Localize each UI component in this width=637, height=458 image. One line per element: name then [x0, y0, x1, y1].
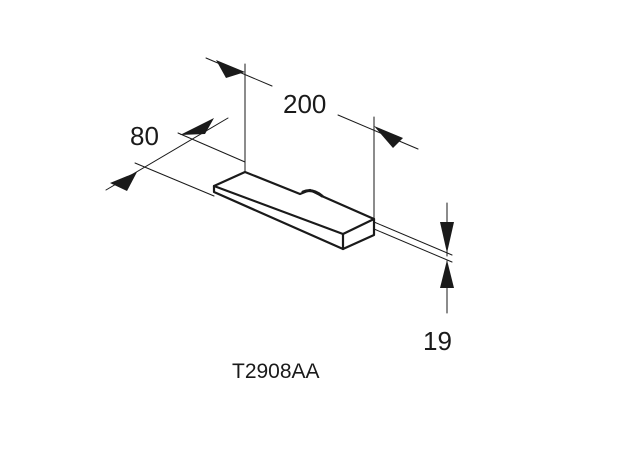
depth-extension-lines — [134, 132, 246, 197]
depth-arrow-bottom-icon — [110, 172, 137, 191]
height-dimension-label: 19 — [423, 326, 452, 356]
depth-arrow-top-icon — [180, 118, 214, 135]
depth-dimension-label: 80 — [130, 121, 159, 151]
width-extension-lines — [244, 63, 375, 220]
shelf-notch — [301, 189, 324, 198]
height-arrow-top-icon — [440, 222, 454, 253]
product-code: T2908AA — [232, 360, 320, 383]
width-dimension-label: 200 — [283, 89, 326, 119]
height-extension-lines — [373, 221, 453, 263]
width-arrow-left-icon — [216, 60, 245, 78]
height-arrow-bottom-icon — [440, 260, 454, 288]
width-arrow-right-icon — [374, 126, 403, 148]
shelf-outline — [212, 170, 376, 251]
